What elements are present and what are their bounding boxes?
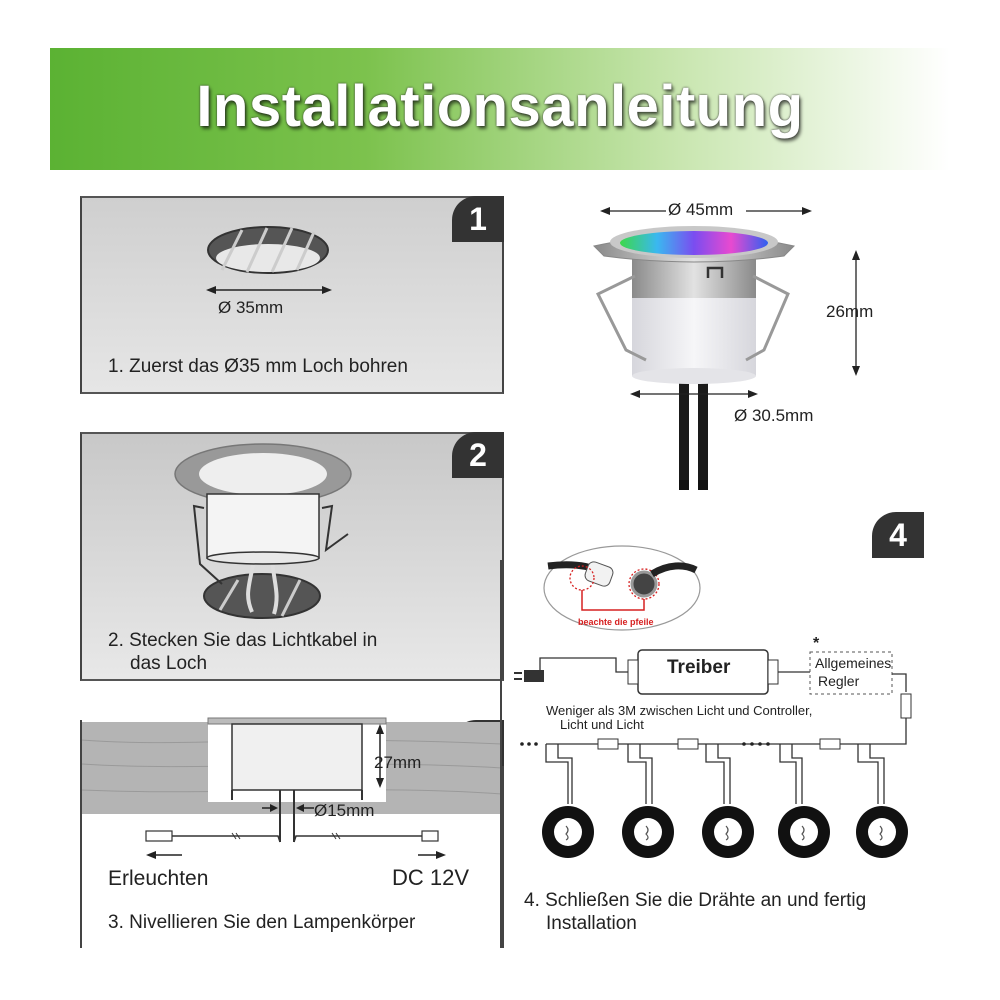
- connector-caption: beachte die pfeile: [578, 617, 654, 627]
- leveling-illustration: [81, 717, 503, 859]
- wiring-diagram: [514, 545, 912, 858]
- light-fixtures: [542, 806, 908, 858]
- bottom-diameter-label: Ø 30.5mm: [734, 406, 814, 425]
- step-1-panel: 1 Ø 35mm 1. Zuerst das Ø35 mm Loch bohre…: [80, 196, 504, 394]
- product-dimension-drawing: [593, 207, 860, 490]
- cable-length-note-line1: Weniger als 3M zwischen Licht und Contro…: [546, 703, 813, 718]
- page-title: Installationsanleitung: [196, 74, 804, 139]
- insert-light-illustration: [174, 443, 352, 619]
- driver-label: Treiber: [667, 657, 731, 678]
- step-1-text: 1. Zuerst das Ø35 mm Loch bohren: [108, 356, 408, 377]
- step-4-badge: 4: [872, 512, 924, 558]
- step-2-badge: 2: [452, 432, 504, 478]
- power-input-label: DC 12V: [392, 865, 470, 890]
- hole-diameter-label: Ø 35mm: [218, 298, 284, 317]
- step-3-panel: 3 27mm Ø15mm Erleuchte: [80, 717, 504, 948]
- light-output-label: Erleuchten: [108, 867, 209, 890]
- step-2-text-line2: das Loch: [130, 653, 208, 674]
- drilled-hole-illustration: [206, 226, 332, 294]
- step-4-divider: [500, 560, 502, 948]
- cable-length-note-line2: Licht und Licht: [560, 717, 644, 732]
- step-2-text-line1: 2. Stecken Sie das Lichtkabel in: [108, 630, 378, 651]
- depth-label: 27mm: [374, 753, 422, 772]
- controller-label-line1: Allgemeines: [815, 655, 892, 671]
- height-label: 26mm: [826, 302, 874, 321]
- cable-hole-label: Ø15mm: [314, 801, 375, 820]
- controller-star: *: [813, 635, 820, 652]
- top-diameter-label: Ø 45mm: [668, 200, 734, 219]
- step-3-text: 3. Nivellieren Sie den Lampenkörper: [108, 912, 416, 933]
- step-1-badge: 1: [452, 196, 504, 242]
- step-2-panel: 2 2. Stecken Sie das Lichtkabel in das L…: [80, 432, 504, 681]
- step-4-text-line2: Installation: [546, 913, 637, 934]
- step-4-text-line1: 4. Schließen Sie die Drähte an und ferti…: [524, 890, 867, 911]
- title-banner: Installationsanleitung: [50, 48, 950, 170]
- controller-label-line2: Regler: [818, 673, 860, 689]
